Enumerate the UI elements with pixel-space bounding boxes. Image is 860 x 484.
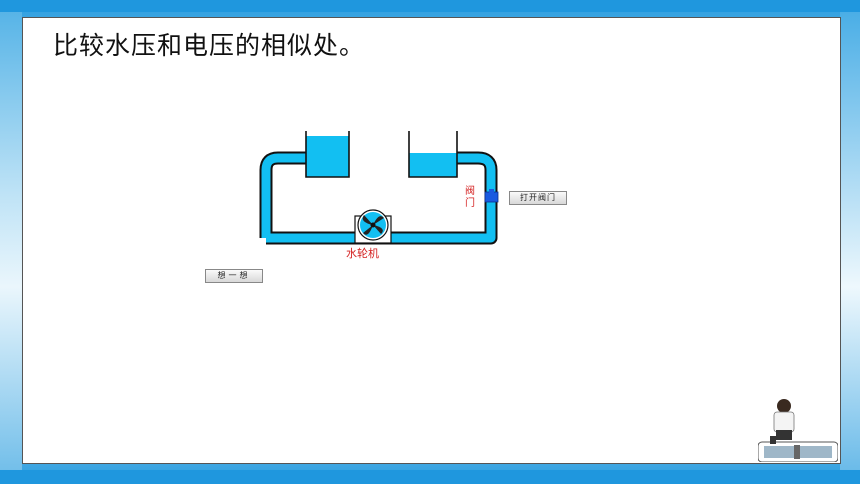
left-tank-water xyxy=(306,136,349,177)
valve-label: 阀门 xyxy=(465,186,475,209)
bottom-bar xyxy=(0,470,860,484)
top-bar xyxy=(0,0,860,12)
water-turbine-icon xyxy=(354,209,392,244)
left-tank xyxy=(305,131,350,178)
slide-content: 比较水压和电压的相似处。 阀门 水轮机 打开阀门 想一想 xyxy=(22,17,841,464)
think-button[interactable]: 想一想 xyxy=(205,269,263,283)
right-tank-water xyxy=(409,153,457,177)
right-tank xyxy=(408,131,458,178)
valve xyxy=(484,191,499,203)
pipe-water xyxy=(261,153,496,243)
open-valve-button[interactable]: 打开阀门 xyxy=(509,191,567,205)
turbine-label: 水轮机 xyxy=(346,247,379,260)
slide-title: 比较水压和电压的相似处。 xyxy=(53,31,366,60)
boy-sitting-on-car-icon xyxy=(758,399,838,462)
sky-background-right xyxy=(840,12,860,470)
water-circuit-diagram xyxy=(259,131,499,245)
sky-background-left xyxy=(0,12,22,470)
